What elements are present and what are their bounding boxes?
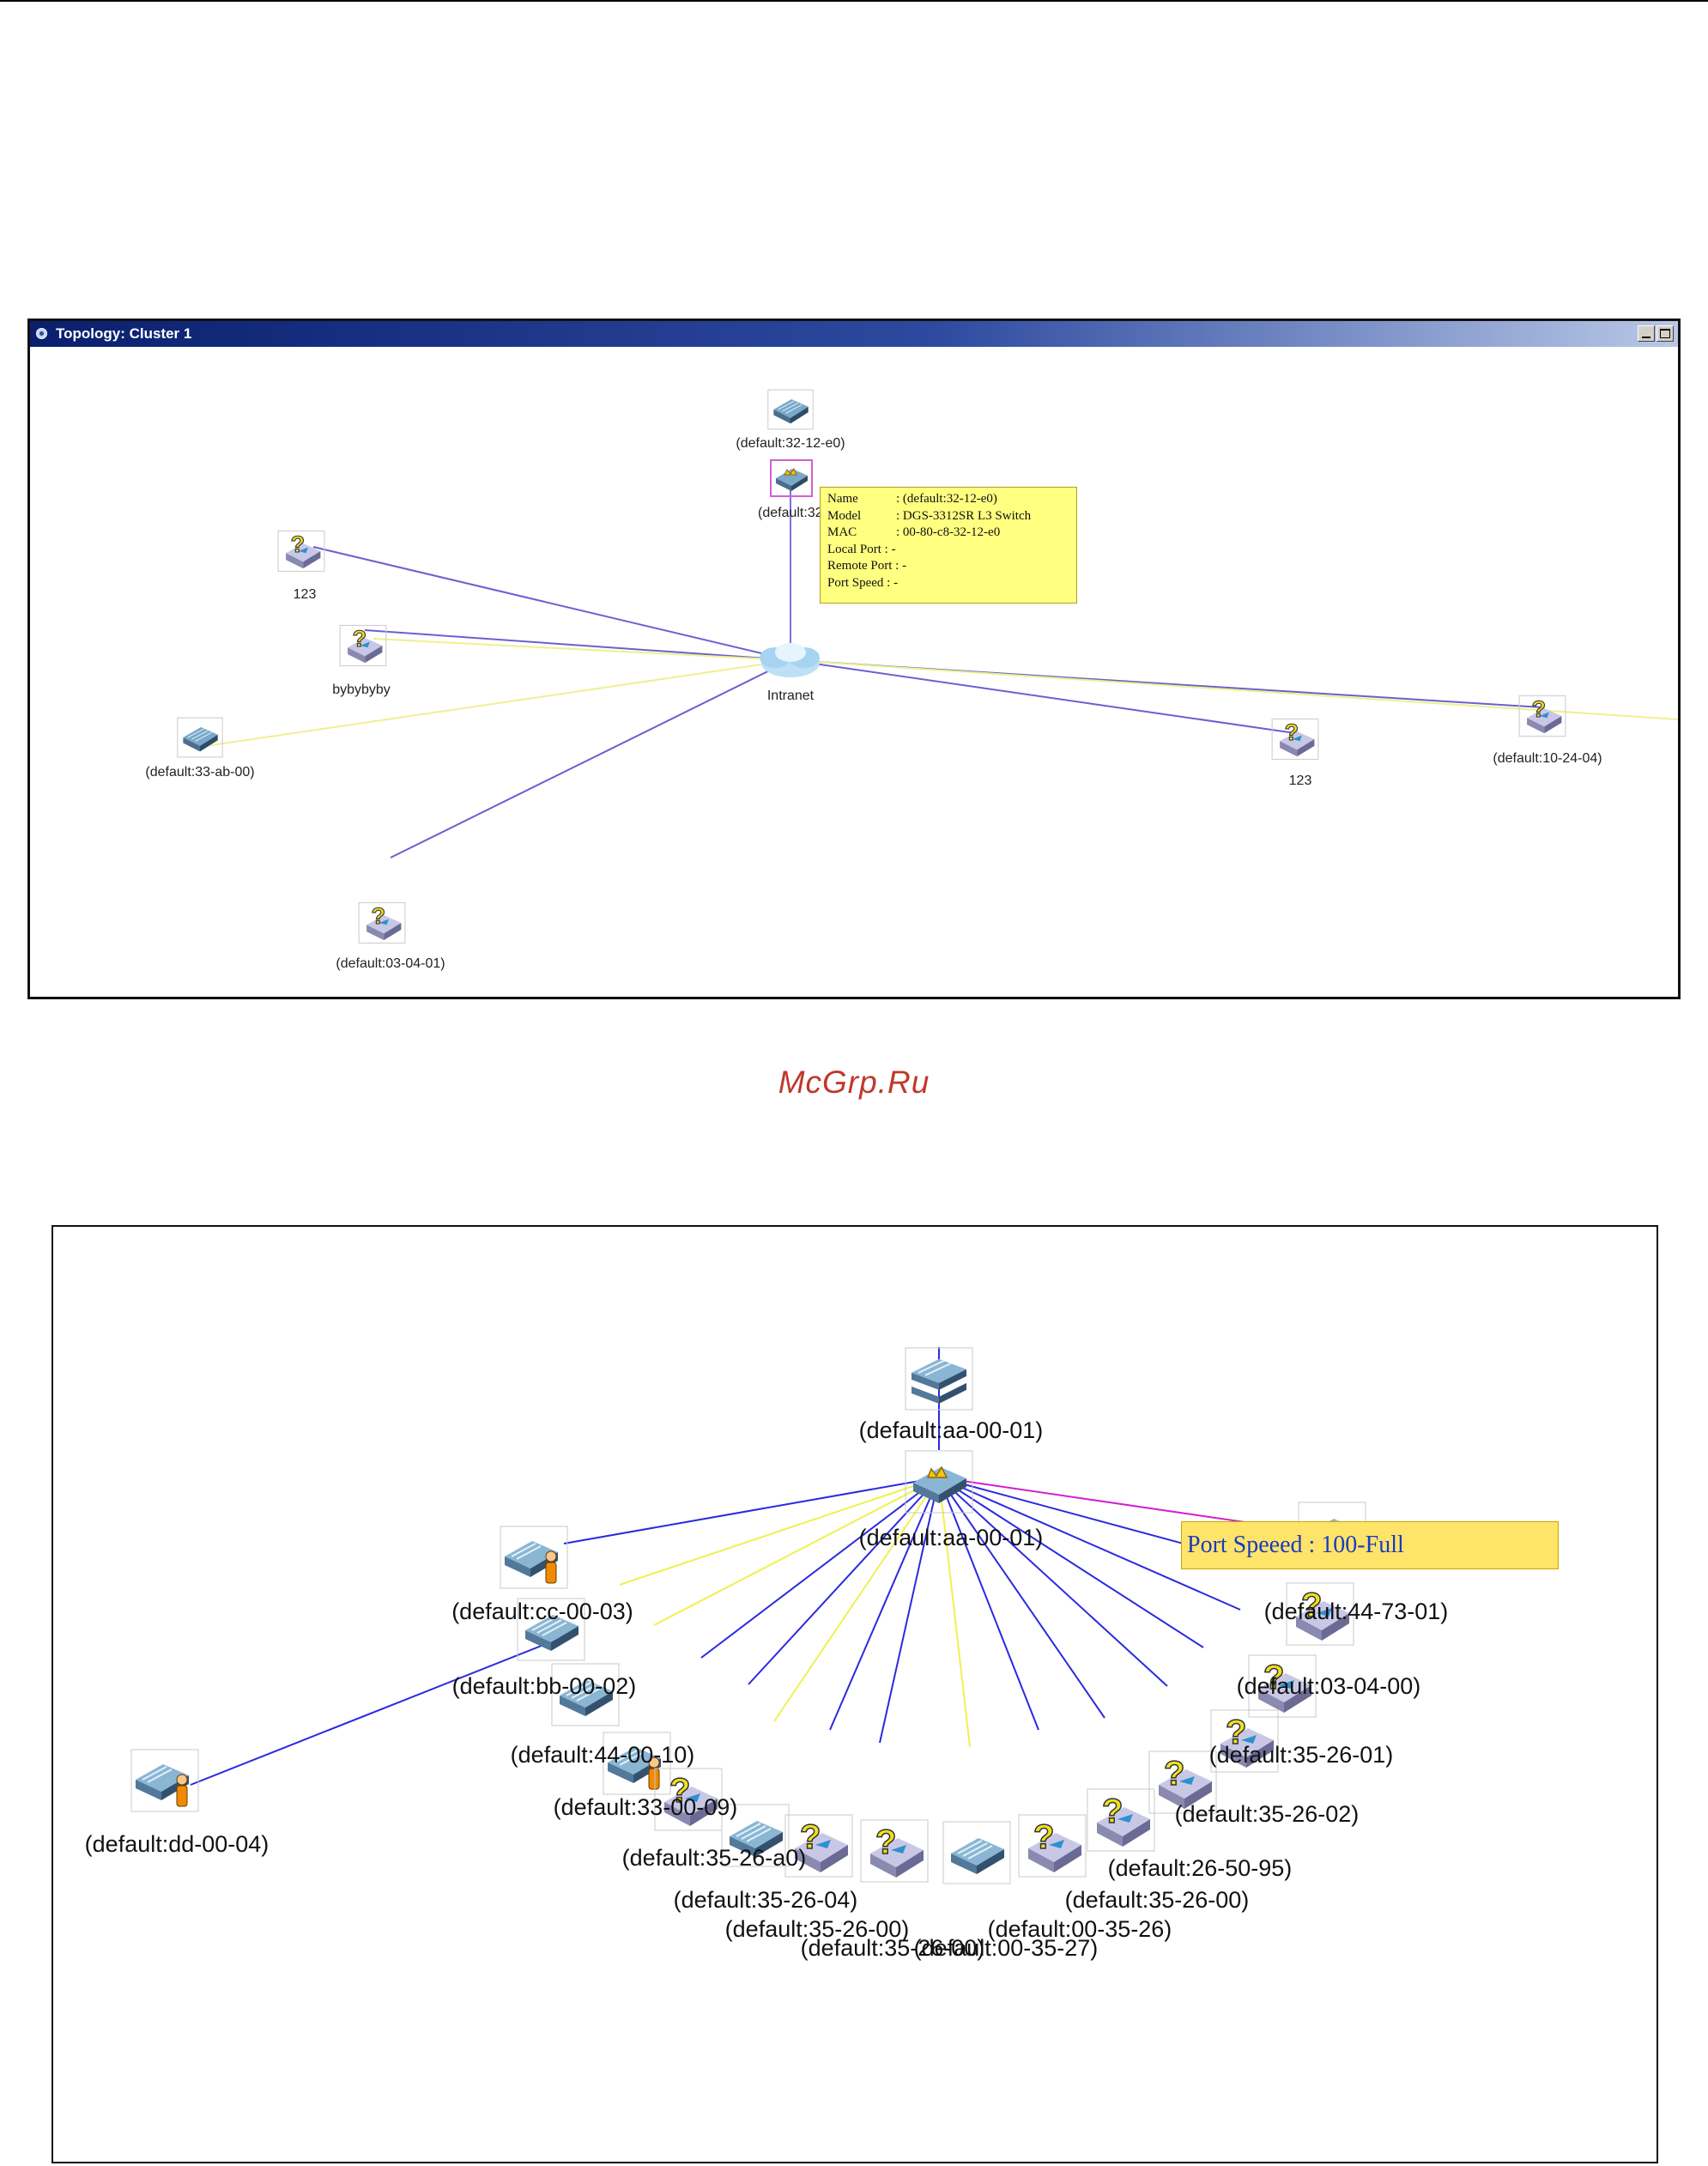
node-label: (default:03-04-01) bbox=[336, 956, 445, 971]
node-label: (default:32- bbox=[758, 506, 827, 520]
node-label: (default:dd-00-04) bbox=[85, 1831, 270, 1857]
node-label: (default:35-26-01) bbox=[1209, 1742, 1394, 1768]
intranet-cloud-icon[interactable] bbox=[760, 643, 820, 677]
node-label: (default:35-26-00) bbox=[1065, 1887, 1250, 1913]
node-label: (default:00-35-26) bbox=[988, 1916, 1172, 1942]
unknown-device-icon[interactable] bbox=[1018, 1814, 1087, 1878]
node-label: bybybyby bbox=[332, 683, 391, 697]
node-label: 123 bbox=[1289, 774, 1312, 788]
topology-links bbox=[199, 478, 1678, 859]
switch-icon[interactable] bbox=[942, 1821, 1011, 1884]
window-titlebar[interactable]: Topology: Cluster 1 bbox=[30, 321, 1678, 347]
commander-switch-icon[interactable] bbox=[770, 458, 813, 498]
topology-canvas-2[interactable]: ? bbox=[53, 1227, 1657, 2162]
member-switch-icon[interactable] bbox=[500, 1526, 568, 1589]
unknown-device-icon[interactable] bbox=[358, 901, 406, 944]
intranet-label: Intranet bbox=[767, 689, 815, 703]
topology-graph: ? bbox=[145, 389, 1678, 971]
node-label: (default:32-12-e0) bbox=[736, 436, 845, 451]
window-title: Topology: Cluster 1 bbox=[56, 325, 192, 342]
node-label: (default:44-73-01) bbox=[1264, 1599, 1449, 1624]
node-label: (default:33-00-09) bbox=[554, 1794, 738, 1820]
node-label: (default:44-00-10) bbox=[511, 1742, 695, 1768]
app-icon bbox=[36, 328, 47, 339]
unknown-device-icon[interactable] bbox=[860, 1819, 929, 1883]
node-label: (default:35-26-02) bbox=[1175, 1801, 1360, 1827]
unknown-device-icon[interactable] bbox=[1087, 1788, 1155, 1852]
switch-icon[interactable] bbox=[767, 389, 814, 430]
node-label: (default:35-26-04) bbox=[674, 1887, 858, 1913]
maximize-button[interactable] bbox=[1657, 325, 1674, 342]
node-label: (default:35-26-00) bbox=[801, 1935, 985, 1961]
topology-window: Topology: Cluster 1 bbox=[27, 319, 1681, 999]
node-label: (default:bb-00-02) bbox=[452, 1673, 637, 1699]
node-label: (default:26-50-95) bbox=[1108, 1855, 1293, 1881]
watermark-text: McGrp.Ru bbox=[778, 1065, 930, 1100]
node-label: (default:35-26-00) bbox=[725, 1916, 910, 1942]
node-label: (default:cc-00-03) bbox=[451, 1599, 633, 1624]
node-label: (default:33-ab-00) bbox=[145, 765, 254, 780]
node-label: 123 bbox=[294, 587, 317, 602]
topology-links-2 bbox=[190, 1347, 1299, 1786]
node-label: (default:03-04-00) bbox=[1237, 1673, 1421, 1699]
node-label: (default:aa-00-01) bbox=[859, 1525, 1044, 1550]
minimize-button[interactable] bbox=[1638, 325, 1655, 342]
port-speed-tooltip: Port Speeed : 100-Full bbox=[1181, 1521, 1559, 1569]
topology-graph-2: ? bbox=[85, 1347, 1449, 1961]
node-label: (default:aa-00-01) bbox=[859, 1417, 1044, 1443]
member-switch-icon[interactable] bbox=[130, 1749, 199, 1812]
topology-canvas[interactable]: ? bbox=[30, 347, 1678, 997]
node-label: (default:35-26-a0) bbox=[622, 1845, 807, 1871]
node-label: (default:10-24-04) bbox=[1493, 751, 1602, 766]
device-tooltip: Name: (default:32-12-e0) Model: DGS-3312… bbox=[820, 487, 1077, 604]
switch-icon[interactable] bbox=[177, 717, 223, 758]
unknown-device-icon[interactable] bbox=[1271, 718, 1319, 761]
page-top-rule bbox=[0, 0, 1708, 2]
unknown-device-icon[interactable] bbox=[277, 530, 325, 573]
unknown-device-icon[interactable] bbox=[1518, 695, 1566, 737]
node-label: (default:00-35-27) bbox=[914, 1935, 1099, 1961]
topology-view-panel: ? bbox=[51, 1225, 1658, 2163]
